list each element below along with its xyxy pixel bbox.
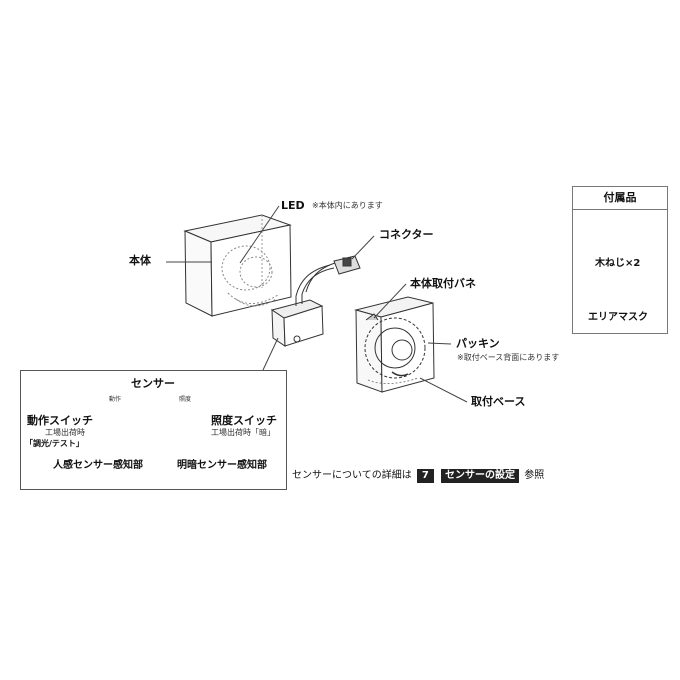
- reference-page-badge[interactable]: 7: [416, 469, 434, 483]
- sensor-reference: センサーについての詳細は 7 センサーの設定 参照: [292, 469, 544, 483]
- reference-suffix: 参照: [524, 470, 545, 481]
- area-mask-label: エリアマスク: [588, 312, 648, 323]
- mount-spring-label: 本体取付バネ: [410, 277, 476, 290]
- reference-section-badge[interactable]: センサーの設定: [441, 469, 520, 483]
- illum-factory-note: 工場出荷時「暗」: [211, 428, 275, 437]
- operation-switch-label: 動作スイッチ: [27, 414, 93, 427]
- light-sensor-label: 明暗センサー感知部: [177, 460, 267, 471]
- leader-lines: [166, 205, 468, 403]
- operation-default-note: 「調光/テスト」: [25, 439, 84, 448]
- connector-wires-drawing: [295, 255, 361, 297]
- operation-factory-note: 工場出荷時: [45, 428, 85, 437]
- sensor-title: センサー: [131, 377, 175, 390]
- mount-base-label: 取付ベース: [471, 395, 526, 408]
- connector-label: コネクター: [379, 228, 434, 241]
- accessories-title: 付属品: [573, 187, 667, 210]
- led-note: ※本体内にあります: [312, 201, 383, 210]
- sensor-module-drawing: [270, 294, 324, 347]
- body-label: 本体: [129, 254, 151, 267]
- panel-left-tag: 動作: [109, 396, 122, 403]
- led-label: LED: [281, 199, 305, 212]
- illum-switch-label: 照度スイッチ: [211, 414, 277, 427]
- panel-right-tag: 照度: [179, 396, 192, 403]
- reference-prefix: センサーについての詳細は: [292, 470, 412, 481]
- screws-label: 木ねじ×2: [595, 258, 641, 269]
- accessories-panel: 付属品 木ねじ×2 エリアマスク: [572, 186, 668, 334]
- packing-note: ※取付ベース背面にあります: [457, 353, 560, 362]
- mount-base-drawing: [354, 296, 435, 393]
- main-body-drawing: [183, 214, 292, 317]
- packing-label: パッキン: [456, 337, 500, 350]
- motion-sensor-label: 人感センサー感知部: [53, 460, 143, 471]
- sensor-detail-panel: センサー 動作 照度 動作スイッチ 工場出荷時 「調光/テスト」 照度スイッチ …: [20, 370, 287, 490]
